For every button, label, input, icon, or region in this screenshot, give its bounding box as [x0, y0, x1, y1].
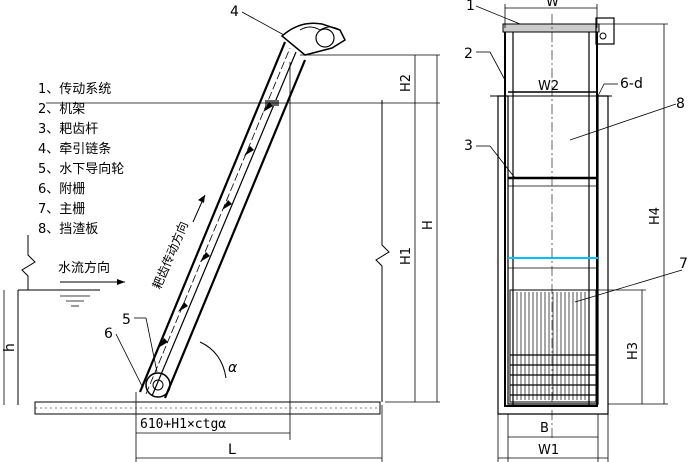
legend-item-7: 7、主栅	[38, 202, 85, 217]
callout-6: 6	[104, 326, 113, 342]
frame-inner-rail	[151, 51, 297, 397]
dim-W-label: W	[546, 0, 559, 10]
angle-arc	[199, 341, 227, 379]
legend: 1、传动系统 2、机架 3、耙齿杆 4、牵引链条 5、水下导向轮 6、附栅 7、…	[38, 82, 124, 237]
right-wall-break	[375, 100, 390, 402]
legend-item-3: 3、耙齿杆	[38, 122, 98, 137]
flow-direction-label: 水流方向	[58, 260, 110, 276]
rake-tooth-3	[222, 200, 232, 210]
drive-sprocket	[315, 28, 335, 48]
dim-H1-label: H1	[399, 247, 414, 265]
rake-tooth-4	[244, 146, 254, 156]
head-drive-housing	[280, 22, 346, 56]
main-grille	[509, 289, 597, 403]
front-view: W W2 B W1 H3 H4 1 2 3 6-d 8 7	[464, 0, 688, 462]
callout-2: 2	[464, 46, 473, 62]
grille-bars	[512, 292, 590, 400]
dim-L-label: L	[228, 442, 236, 458]
callout-6d-leader-b	[595, 83, 605, 101]
callout-5-leader-b	[145, 317, 158, 373]
dim-H4-label: H4	[648, 207, 663, 225]
callout-3-leader-b	[489, 145, 516, 179]
dim-H-label: H	[421, 220, 436, 230]
legend-item-4: 4、牵引链条	[38, 141, 111, 157]
callout-4-leader	[241, 11, 285, 36]
drive-motor	[595, 17, 615, 45]
legend-item-1: 1、传动系统	[38, 82, 111, 97]
frame-right-rail	[163, 59, 307, 399]
top-beam	[502, 23, 600, 33]
rake-tooth-5	[263, 102, 273, 112]
legend-item-2: 2、机架	[38, 102, 85, 117]
dim-W2-label: W2	[538, 79, 559, 94]
legend-item-6: 6、附栅	[38, 182, 85, 197]
bottom-guide-wheel	[145, 372, 171, 398]
dim-B-label: B	[540, 421, 549, 436]
callout-2-leader-b	[489, 51, 506, 81]
callout-6-leader	[115, 333, 144, 389]
callout-1-leader	[475, 5, 521, 25]
callout-3: 3	[464, 138, 473, 154]
grille-rows	[510, 354, 596, 396]
dim-h-label: h	[2, 343, 18, 352]
callout-4: 4	[230, 4, 239, 20]
callout-8: 8	[676, 96, 685, 112]
flow-arrowhead	[117, 279, 125, 285]
callout-8-leader	[569, 103, 677, 141]
left-wall-break	[21, 235, 36, 290]
callout-1: 1	[466, 0, 475, 14]
callout-6d: 6-d	[620, 76, 643, 92]
dim-base-label: 610+H1×ctgα	[140, 417, 226, 432]
dim-W1-label: W1	[538, 443, 559, 458]
dim-H2-label: H2	[399, 74, 414, 92]
rake-tooth-1	[178, 302, 188, 312]
motion-arrowhead	[198, 195, 205, 203]
guide-wheel-hub	[152, 379, 164, 391]
callout-7-leader	[574, 269, 683, 303]
motor-bolt	[599, 32, 607, 40]
frame-left-rail	[138, 41, 287, 393]
dim-H3-label: H3	[626, 342, 641, 360]
callout-7: 7	[679, 256, 688, 272]
rake-tooth-6	[158, 338, 168, 348]
rake-tooth-2	[200, 252, 210, 262]
angle-label: α	[228, 360, 238, 376]
legend-item-5: 5、水下导向轮	[38, 161, 124, 177]
rake-motion-label: 耙齿传动方向	[149, 219, 191, 291]
legend-item-8: 8、挡渣板	[38, 222, 98, 237]
drive-chain	[299, 26, 341, 31]
callout-5: 5	[122, 312, 131, 328]
